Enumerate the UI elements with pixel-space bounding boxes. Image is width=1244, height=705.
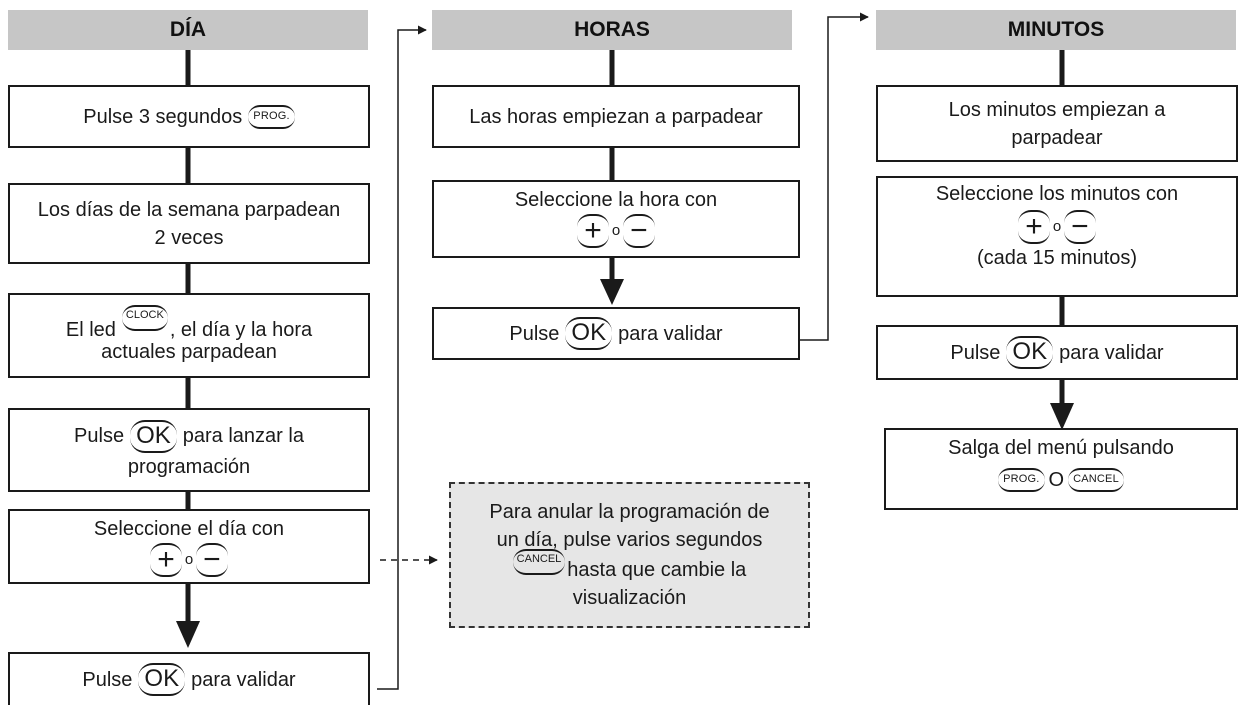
header-minutos: MINUTOS	[876, 10, 1236, 50]
minutos-step-1: Los minutos empiezan a parpadear	[876, 85, 1238, 162]
or-connector: o	[184, 551, 194, 568]
header-minutos-text: MINUTOS	[1007, 18, 1105, 41]
dia-step-2: Los días de la semana parpadean 2 veces	[8, 183, 370, 264]
or-connector: o	[1052, 218, 1062, 235]
dia-step-2-line1: Los días de la semana parpadean	[37, 198, 341, 221]
horas-step-2: Seleccione la hora con + o −	[432, 180, 800, 258]
ok-button-icon: OK	[565, 317, 613, 350]
note-line3: hasta que cambie la	[567, 559, 747, 581]
plus-button-icon: +	[577, 214, 609, 248]
minus-button-icon: −	[196, 543, 228, 577]
dia-step-3-pre: El led	[65, 318, 116, 341]
minus-button-icon: −	[1064, 210, 1096, 244]
horas-step-3-pre: Pulse	[509, 322, 560, 345]
link-arrow-dia-to-horas	[377, 25, 427, 690]
dia-step-2-line2: 2 veces	[154, 226, 224, 249]
minutos-step-3-post: para validar	[1059, 341, 1164, 364]
header-dia: DÍA	[8, 10, 368, 50]
horas-step-1-text: Las horas empiezan a parpadear	[469, 105, 763, 128]
minutos-step-4: Salga del menú pulsando PROG. O CANCEL	[884, 428, 1238, 510]
horas-step-3: Pulse OK para validar	[432, 307, 800, 360]
minutos-step-3-pre: Pulse	[950, 341, 1001, 364]
note-line4: visualización	[572, 587, 687, 609]
minutos-step-2-sub: (cada 15 minutos)	[976, 247, 1138, 269]
arrow-head-down	[1050, 403, 1074, 430]
horas-step-1: Las horas empiezan a parpadear	[432, 85, 800, 148]
minus-button-icon: −	[623, 214, 655, 248]
dia-step-5: Seleccione el día con + o −	[8, 509, 370, 584]
dia-step-3: El led CLOCK , el día y la hora actuales…	[8, 293, 370, 378]
plus-button-icon: +	[150, 543, 182, 577]
dia-step-1-text: Pulse 3 segundos	[83, 105, 243, 128]
cancel-button-icon: CANCEL	[1068, 468, 1124, 492]
minutos-step-2-text: Seleccione los minutos con	[935, 183, 1179, 205]
note-line2: un día, pulse varios segundos	[496, 529, 763, 551]
dia-step-1: Pulse 3 segundos PROG.	[8, 85, 370, 148]
header-horas-text: HORAS	[574, 18, 650, 41]
ok-button-icon: OK	[130, 419, 177, 453]
plus-button-icon: +	[1018, 210, 1050, 244]
prog-button-icon: PROG.	[248, 104, 295, 129]
prog-button-icon: PROG.	[998, 468, 1045, 492]
arrow-head-down	[176, 621, 200, 648]
minutos-step-1-line2: parpadear	[1011, 126, 1103, 149]
clock-button-icon: CLOCK	[121, 304, 168, 331]
cancel-button-icon: CANCEL	[512, 549, 566, 575]
arrow-head-down	[600, 279, 624, 305]
ok-button-icon: OK	[1006, 336, 1054, 369]
dia-step-6-post: para validar	[191, 668, 296, 691]
dia-step-4-line2: programación	[127, 455, 251, 478]
dia-step-5-text: Seleccione el día con	[93, 518, 285, 540]
dia-step-4-pre: Pulse	[74, 425, 125, 447]
or-connector: o	[611, 222, 621, 239]
minutos-step-1-line1: Los minutos empiezan a	[948, 98, 1166, 121]
horas-step-3-post: para validar	[618, 322, 723, 345]
cancel-note: Para anular la programación de un día, p…	[449, 482, 810, 628]
dia-step-4-post: para lanzar la	[182, 425, 304, 447]
header-dia-text: DÍA	[169, 18, 207, 41]
dia-step-3-post: , el día y la hora	[169, 318, 313, 341]
ok-button-icon: OK	[138, 663, 186, 696]
minutos-step-4-text: Salga del menú pulsando	[948, 437, 1174, 459]
dia-step-4: Pulse OK para lanzar la programación	[8, 408, 370, 492]
dia-step-6: Pulse OK para validar	[8, 652, 370, 705]
header-horas: HORAS	[432, 10, 792, 50]
minutos-step-2: Seleccione los minutos con + o − (cada 1…	[876, 176, 1238, 297]
note-line1: Para anular la programación de	[489, 501, 770, 523]
link-arrow-horas-to-minutos	[800, 12, 869, 341]
dia-step-6-pre: Pulse	[82, 668, 133, 691]
or-connector: O	[1048, 469, 1065, 491]
minutos-step-3: Pulse OK para validar	[876, 325, 1238, 380]
dia-step-3-line2: actuales parpadean	[101, 340, 277, 363]
horas-step-2-text: Seleccione la hora con	[514, 189, 718, 211]
